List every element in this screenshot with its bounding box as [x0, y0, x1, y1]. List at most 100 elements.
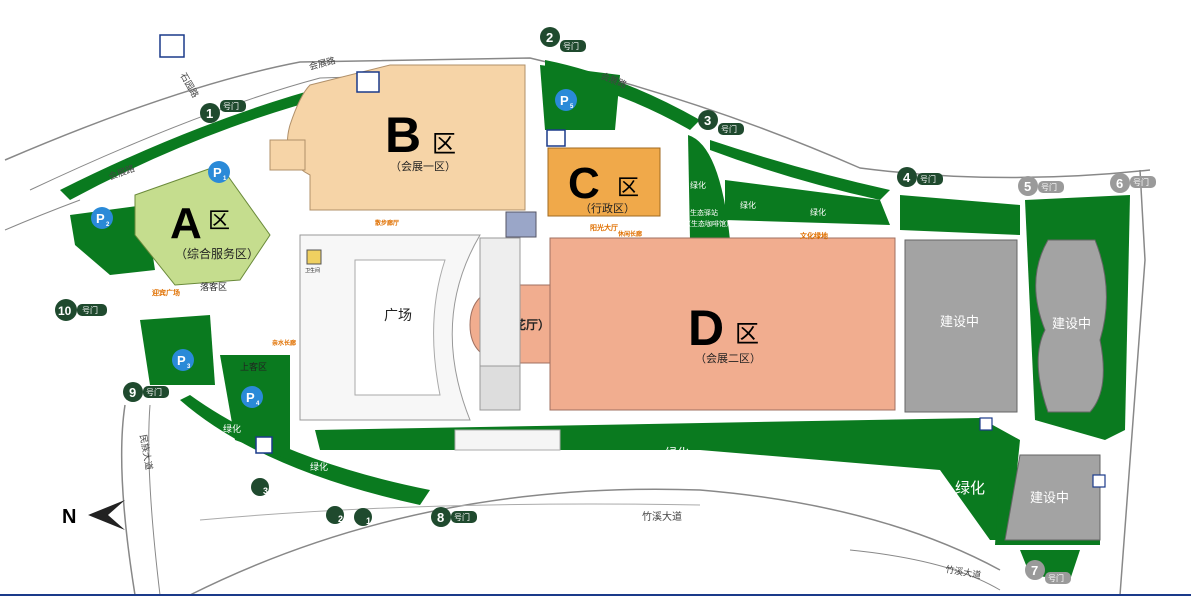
gate-10-label: 号门 [82, 305, 98, 315]
walker-3[interactable]: 3 [251, 478, 269, 496]
construction-1-label: 建设中 [940, 315, 979, 330]
toilet-icon [306, 249, 322, 265]
facility-south-entry [454, 429, 561, 451]
green-labels: 绿化 绿化 绿化 绿化 绿化 绿化 绿化 绿化 [223, 180, 985, 497]
parking-p1-icon [208, 161, 230, 183]
gate-6-badge [1110, 173, 1130, 193]
parking-p3-icon [172, 349, 194, 371]
parking-p4[interactable]: P 4 [241, 386, 263, 408]
construction-3[interactable]: 建设中 [1004, 454, 1101, 541]
facility-blue-block [505, 211, 537, 238]
construction-2[interactable]: 建设中 [1035, 239, 1107, 413]
road-zhuxi-inner [199, 503, 701, 521]
zone-b[interactable]: B 区 （会展一区） [287, 64, 526, 211]
gate-3-badge [698, 110, 718, 130]
gate-5-tag [1038, 181, 1064, 193]
zone-a-char: 区 [208, 209, 230, 234]
parking-p5[interactable]: P 5 [555, 89, 577, 111]
gate-8-num: 8 [437, 510, 444, 525]
green-block-e1 [900, 195, 1020, 235]
area-labels: 落客区 上客区 生态驿站 （生态咖啡馆） 文化绿地 阳光大厅 休闲长廊 迎宾广场… [152, 208, 828, 373]
yingbin-label: 迎宾广场 [152, 288, 180, 297]
parking-p2-label: P [96, 211, 105, 226]
parking-p1-sub: 1 [223, 176, 227, 182]
gate-9[interactable]: 9 号门 [123, 382, 169, 402]
parking-p2[interactable]: P 2 [91, 207, 113, 229]
gate-2-tag [560, 40, 586, 52]
facility-blocks [269, 139, 561, 451]
gate-7-badge [1025, 560, 1045, 580]
construction-2-label: 建设中 [1052, 317, 1091, 332]
gate-8-label: 号门 [454, 512, 470, 522]
walker-2-icon [326, 506, 344, 524]
parking-p1[interactable]: P 1 [208, 161, 230, 183]
green-label-3: 绿化 [810, 207, 826, 217]
parking-p4-sub: 4 [256, 401, 260, 407]
covered-parking-markers [159, 34, 1106, 488]
construction-3-shape [1004, 454, 1101, 541]
construction-3-label: 建设中 [1030, 491, 1069, 506]
road-minzu-2 [148, 404, 161, 596]
parking-p4-icon [241, 386, 263, 408]
walker-1-icon [354, 508, 372, 526]
roads-layer [4, 57, 1151, 596]
gate-1-badge [200, 103, 220, 123]
walker-2-num: 2 [338, 514, 343, 524]
green-label-1: 绿化 [690, 180, 706, 190]
plaza[interactable]: 广场 [299, 234, 481, 421]
gate-6-label: 号门 [1133, 177, 1149, 187]
gate-5-num: 5 [1024, 179, 1031, 194]
green-strip-ne [710, 140, 890, 200]
facility-steps-2 [479, 365, 521, 411]
plaza-inner [354, 259, 446, 396]
facility-b-annex [269, 139, 306, 171]
gate-6[interactable]: 6 号门 [1110, 173, 1156, 193]
road-outline-north [4, 57, 1151, 179]
zone-d-shape [549, 237, 896, 411]
gate-9-label: 号门 [146, 387, 162, 397]
compass-letter: N [62, 506, 76, 528]
gate-3[interactable]: 3 号门 [698, 110, 744, 135]
shengtai-label: 生态驿站 [690, 208, 718, 217]
gate-4[interactable]: 4 号门 [897, 167, 943, 187]
gate-1-tag [220, 100, 246, 112]
parking-p2-sub: 2 [106, 222, 110, 228]
gate-7-num: 7 [1031, 563, 1038, 578]
gate-1-label: 号门 [223, 101, 239, 111]
construction-1[interactable]: 建设中 [904, 239, 1018, 413]
zone-b-char: 区 [432, 130, 456, 158]
parking-p3[interactable]: P 3 [172, 349, 194, 371]
gate-7[interactable]: 7 号门 [1025, 560, 1071, 584]
gate-4-label: 号门 [920, 174, 936, 184]
sanbu-label: 散步廊厅 [375, 219, 399, 227]
gate-10[interactable]: 10 号门 [55, 299, 107, 321]
gate-2[interactable]: 2 号门 [540, 27, 586, 52]
zone-c[interactable]: C 区 （行政区） [547, 147, 661, 217]
covered-parking-icon-4 [255, 436, 273, 454]
road-zhuxi-2 [849, 549, 1001, 591]
covered-parking-icon-3 [546, 129, 566, 147]
zone-a[interactable]: A 区 （综合服务区） [134, 164, 271, 286]
gate-8[interactable]: 8 号门 [431, 507, 477, 527]
gate-2-badge [540, 27, 560, 47]
zone-d[interactable]: D 区 （会展二区） [549, 237, 896, 411]
gate-8-badge [431, 507, 451, 527]
qinshui-label: 亲水长廊 [272, 339, 296, 347]
zone-d-sub: （会展二区） [695, 352, 761, 365]
green-label-8: 绿化 [955, 479, 985, 497]
gate-7-label: 号门 [1048, 573, 1064, 583]
bottom-rule [0, 594, 1191, 596]
construction-2-shape [1035, 239, 1107, 413]
gate-2-label: 号门 [563, 41, 579, 51]
road-label-zhuxi1: 竹溪大道 [642, 510, 682, 523]
gate-1[interactable]: 1 号门 [200, 100, 246, 123]
green-label-2: 绿化 [740, 200, 756, 210]
green-strip-sw [180, 395, 430, 505]
walker-2[interactable]: 2 [326, 506, 344, 524]
road-label-huizhan1: 会展路 [308, 54, 337, 73]
walker-1[interactable]: 1 [354, 508, 372, 526]
covered-parking-icon-1 [159, 34, 185, 58]
compass: N [62, 500, 125, 530]
parking-p5-label: P [560, 93, 569, 108]
gate-5[interactable]: 5 号门 [1018, 176, 1064, 196]
